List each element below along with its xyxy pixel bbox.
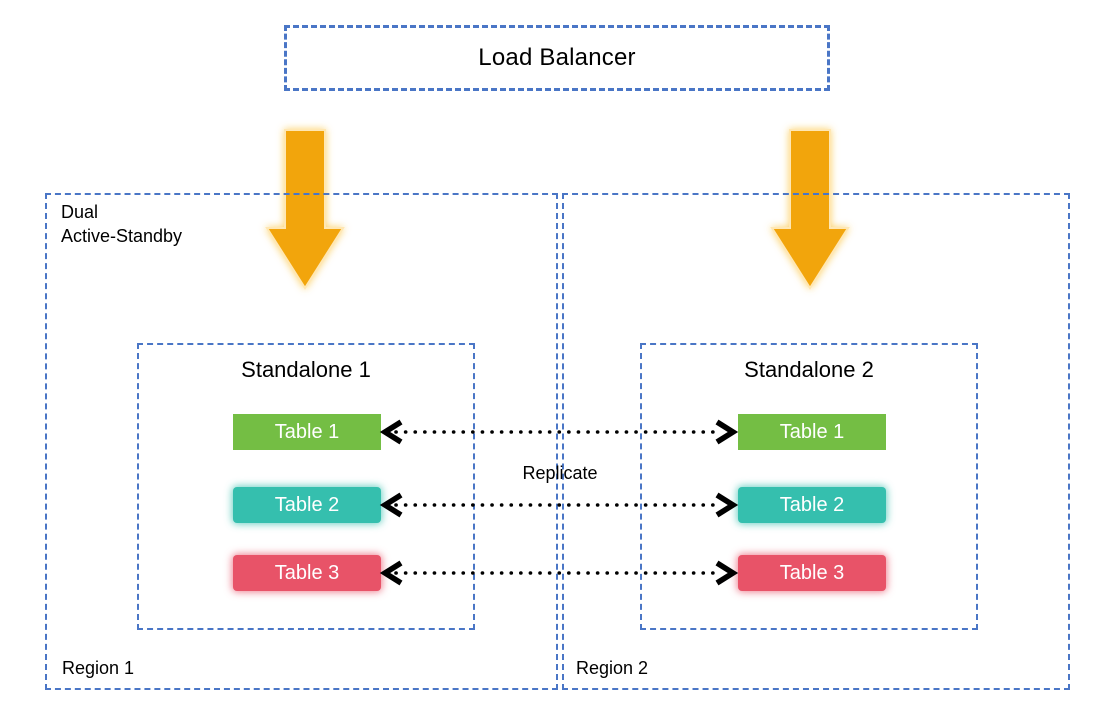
standalone-1-box: Standalone 1 Table 1 Table 2 Table 3: [137, 343, 475, 630]
standalone-2-box: Standalone 2 Table 1 Table 2 Table 3: [640, 343, 978, 630]
region-1-label: Region 1: [62, 658, 135, 678]
standalone2-table-1: Table 1: [738, 414, 886, 450]
standalone-1-title: Standalone 1: [241, 357, 371, 382]
region-2-box: Standalone 2 Table 1 Table 2 Table 3 Reg…: [562, 193, 1070, 690]
standalone-2-title: Standalone 2: [744, 357, 874, 382]
down-arrow-left-icon: [265, 129, 345, 290]
standalone1-table-3: Table 3: [233, 555, 381, 591]
load-balancer-label: Load Balancer: [478, 44, 636, 71]
region-2-label: Region 2: [576, 658, 649, 678]
standalone1-table-2: Table 2: [233, 487, 381, 523]
load-balancer-box: Load Balancer: [284, 25, 830, 91]
standalone1-table-1: Table 1: [233, 414, 381, 450]
region-1-box: Dual Active-Standby Standalone 1 Table 1…: [45, 193, 558, 690]
replicate-label: Replicate: [522, 463, 598, 483]
down-arrow-right-icon: [770, 129, 850, 290]
standalone2-table-2: Table 2: [738, 487, 886, 523]
dual-active-standby-label: Dual Active-Standby: [61, 202, 183, 246]
standalone2-table-3: Table 3: [738, 555, 886, 591]
